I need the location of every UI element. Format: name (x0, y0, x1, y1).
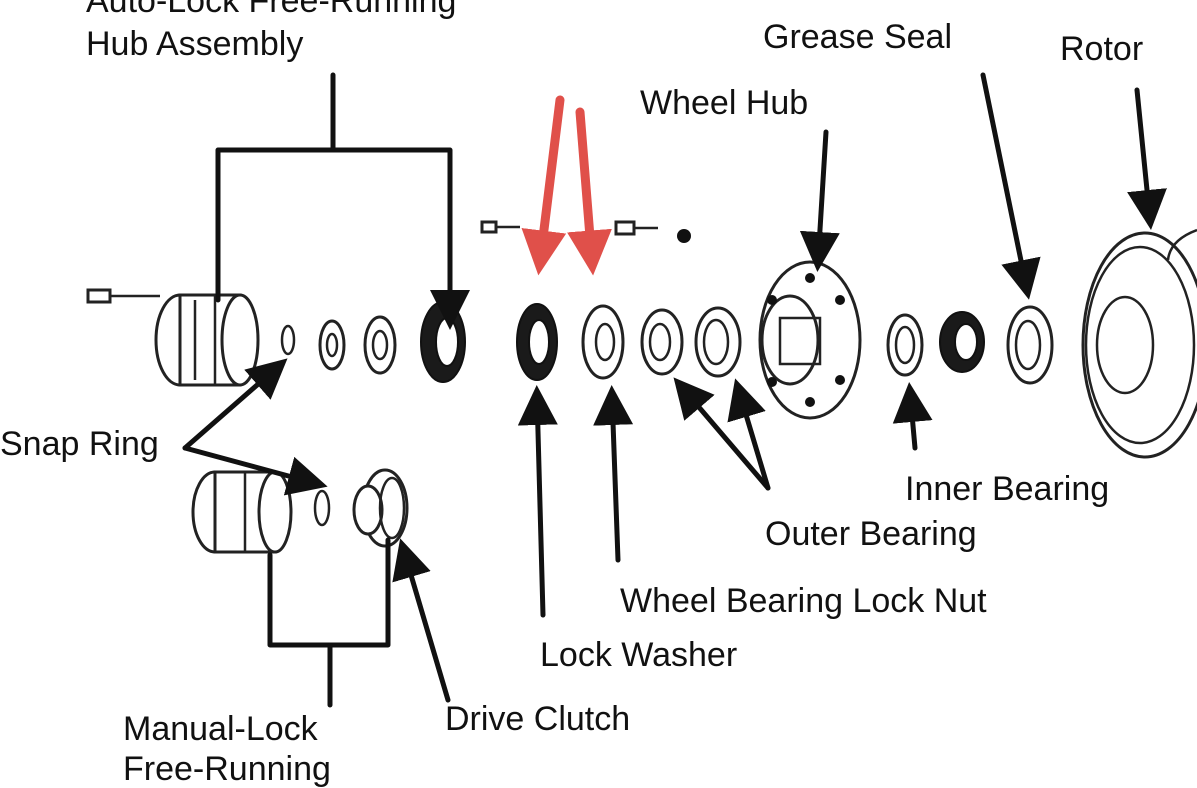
inner-bearing-arrow (892, 382, 933, 451)
highlight-arrows (521, 95, 612, 276)
lock-nut-arrow (593, 385, 634, 563)
washer-small (318, 319, 346, 371)
small-bolt-right (614, 220, 691, 243)
label-rotor: Rotor (1060, 30, 1144, 68)
label-snap-ring: Snap Ring (0, 425, 159, 463)
label-manual-lock-line2: Free-Running (123, 750, 331, 788)
label-drive-clutch: Drive Clutch (445, 700, 631, 738)
auto-lock-hub-body (154, 293, 260, 387)
rotor-arrow (1127, 87, 1167, 230)
drive-clutch-arrow (392, 538, 451, 703)
lock-nut-part (581, 304, 625, 380)
hub-seal-ring (420, 301, 466, 383)
grease-seal-arrow (980, 72, 1041, 300)
washer-medium (363, 315, 397, 375)
hub-bolt (86, 288, 160, 304)
label-grease-seal: Grease Seal (763, 18, 952, 56)
label-auto-lock-line2: Hub Assembly (86, 25, 304, 63)
diagram-drawing (86, 72, 1197, 708)
label-wheel-hub: Wheel Hub (640, 84, 809, 122)
label-lock-washer: Lock Washer (540, 636, 738, 674)
lock-washer-arrow (517, 385, 558, 618)
label-outer-bearing: Outer Bearing (765, 515, 977, 553)
label-wheel-bearing-lock-nut: Wheel Bearing Lock Nut (620, 582, 987, 620)
lock-washer-part (516, 303, 558, 381)
rotor-part (1081, 228, 1197, 459)
manual-lock-hub-body (191, 470, 293, 554)
wheel-hub-part (758, 260, 862, 420)
outer-bearing-part (640, 306, 742, 378)
snap-ring-upper (280, 324, 296, 356)
label-auto-lock-line1: Auto-Lock Free-Running (86, 0, 457, 20)
grease-seal-part (1006, 305, 1054, 385)
small-bolt-left (480, 220, 520, 234)
snap-ring-lower (313, 489, 331, 527)
inner-bearing-part (886, 311, 985, 377)
label-manual-lock-line1: Manual-Lock (123, 710, 318, 748)
manual-lock-bracket (267, 537, 391, 708)
label-inner-bearing: Inner Bearing (905, 470, 1110, 508)
auto-lock-bracket (215, 72, 470, 330)
wheel-hub-arrow (799, 129, 840, 272)
snap-ring-arrows (182, 358, 328, 496)
drive-clutch-part (352, 468, 409, 548)
outer-bearing-arrows (673, 377, 771, 491)
